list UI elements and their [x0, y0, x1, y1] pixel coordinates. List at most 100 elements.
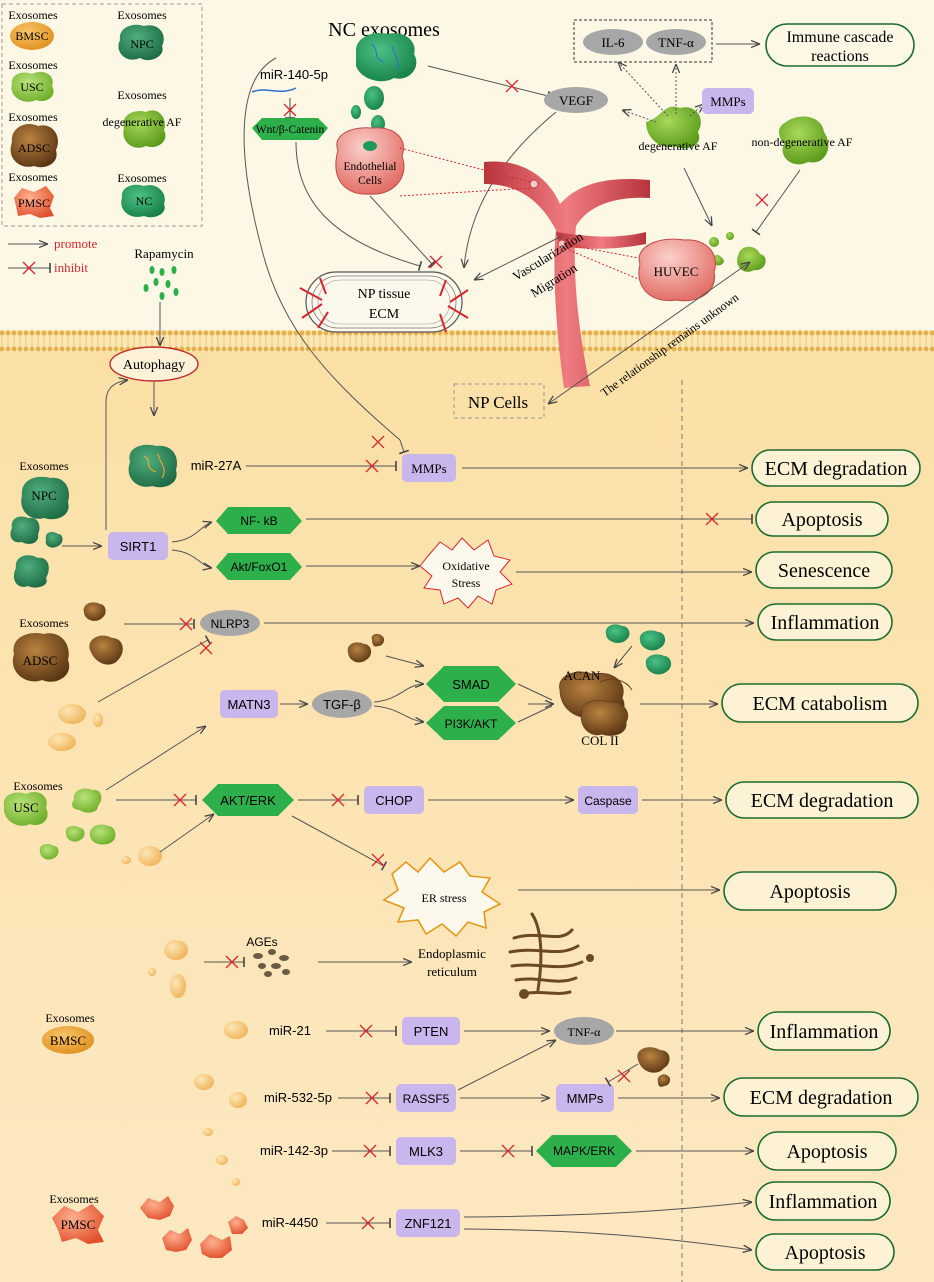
phospholipid-head [353, 346, 359, 352]
phospholipid-head [599, 330, 605, 336]
mir142-label: miR-142-3p [260, 1143, 328, 1158]
phospholipid-head [923, 346, 929, 352]
outcome-box [757, 603, 893, 641]
phospholipid-head [311, 330, 317, 336]
phospholipid-head [641, 330, 647, 336]
outcome-box [751, 449, 921, 487]
phospholipid-head [911, 346, 917, 352]
bmsc-vesicle-cluster-2 [194, 1074, 247, 1186]
phospholipid-head [107, 346, 113, 352]
bmsc-vesicle-mir21 [224, 1021, 248, 1039]
inhibit-cross-icon [371, 853, 385, 867]
legend-usc-label: USC [20, 80, 43, 94]
mapk-erk-node: MAPK/ERK [536, 1135, 632, 1167]
exo-usc-label: USC [13, 800, 38, 815]
phospholipid-head [929, 330, 934, 336]
phospholipid-head [263, 346, 269, 352]
phospholipid-head [251, 330, 257, 336]
phospholipid-head [449, 346, 455, 352]
phospholipid-head [713, 330, 719, 336]
acan-col2-cells [559, 671, 633, 736]
tgfb-to-smad [373, 684, 424, 703]
phospholipid-head [47, 330, 53, 336]
il6-label: IL-6 [601, 35, 625, 50]
il-6-node: IL-6 [583, 29, 643, 55]
outcome-label: ECM degradation [751, 790, 894, 812]
phospholipid-head [0, 346, 5, 352]
phospholipid-head [5, 346, 11, 352]
legend-adsc-label: ADSC [18, 141, 50, 155]
outcome-box [755, 1233, 895, 1271]
phospholipid-head [677, 346, 683, 352]
wnt-label: Wnt/β-Catenin [256, 124, 325, 136]
adsc-vesicles-mmps [637, 1047, 671, 1087]
phospholipid-head [479, 346, 485, 352]
tgfb-label: TGF-β [323, 697, 361, 712]
adsc-small-vesicles [347, 633, 385, 663]
adsc-exosome-icon-2 [12, 632, 70, 682]
npc-exosome-mir27a-icon [128, 444, 178, 488]
phospholipid-head [551, 330, 557, 336]
mlk3-node: MLK3 [396, 1137, 456, 1165]
phospholipid-head [251, 346, 257, 352]
phospholipid-head [893, 330, 899, 336]
outcome-box [725, 781, 919, 819]
rapamycin-label: Rapamycin [134, 246, 194, 261]
phospholipid-head [227, 346, 233, 352]
phospholipid-head [911, 330, 917, 336]
nc-inhibits-vegf [427, 65, 550, 102]
phospholipid-head [875, 346, 881, 352]
phospholipid-head [305, 330, 311, 336]
phospholipid-head [737, 330, 743, 336]
pmsc-exosome-icon-2 [52, 1204, 104, 1244]
phospholipid-head [485, 330, 491, 336]
phospholipid-head [641, 346, 647, 352]
phospholipid-head [539, 330, 545, 336]
vegf-node: VEGF [544, 87, 608, 113]
phospholipid-head [269, 330, 275, 336]
phospholipid-head [785, 330, 791, 336]
phospholipid-head [425, 346, 431, 352]
phospholipid-head [407, 346, 413, 352]
phospholipid-head [263, 330, 269, 336]
mapk-label: MAPK/ERK [553, 1144, 615, 1158]
phospholipid-head [11, 346, 17, 352]
daf-to-vesicles [683, 167, 712, 226]
tgfb-to-pi3k [373, 705, 424, 722]
endoplasmic-label-2: reticulum [427, 964, 477, 979]
sirt1-to-aktfoxo1 [171, 549, 212, 568]
phospholipid-head [233, 330, 239, 336]
inhibit-cross-icon [429, 255, 443, 269]
phospholipid-head [719, 330, 725, 336]
phospholipid-head [449, 330, 455, 336]
phospholipid-head [707, 346, 713, 352]
inhibit-cross-icon [505, 79, 519, 93]
phospholipid-head [815, 330, 821, 336]
smad-label: SMAD [452, 677, 490, 692]
phospholipid-head [329, 346, 335, 352]
phospholipid-head [149, 330, 155, 336]
npc-exosome-icon-2 [21, 476, 70, 520]
akterk-inhibits-er-stress [291, 815, 388, 871]
phospholipid-head [821, 346, 827, 352]
outcome-box [757, 1131, 897, 1171]
outcome-box [723, 1077, 919, 1117]
phospholipid-head [623, 330, 629, 336]
phospholipid-head [71, 346, 77, 352]
outcome-box [755, 551, 893, 589]
phospholipid-head [593, 346, 599, 352]
inhibit-cross-icon [617, 1069, 631, 1083]
np-cells-label-box: NP Cells [453, 383, 545, 419]
phospholipid-head [245, 346, 251, 352]
phospholipid-head [65, 330, 71, 336]
bmsc-exosome-icon-2 [42, 1026, 94, 1054]
phospholipid-head [779, 330, 785, 336]
akterk-label: AKT/ERK [220, 793, 276, 808]
inhibit-cross-icon [755, 193, 769, 207]
caspase-label: Caspase [584, 794, 632, 808]
phospholipid-head [41, 346, 47, 352]
nlrp3-node: NLRP3 [200, 610, 260, 636]
phospholipid-head [29, 330, 35, 336]
phospholipid-head [485, 346, 491, 352]
phospholipid-head [767, 330, 773, 336]
